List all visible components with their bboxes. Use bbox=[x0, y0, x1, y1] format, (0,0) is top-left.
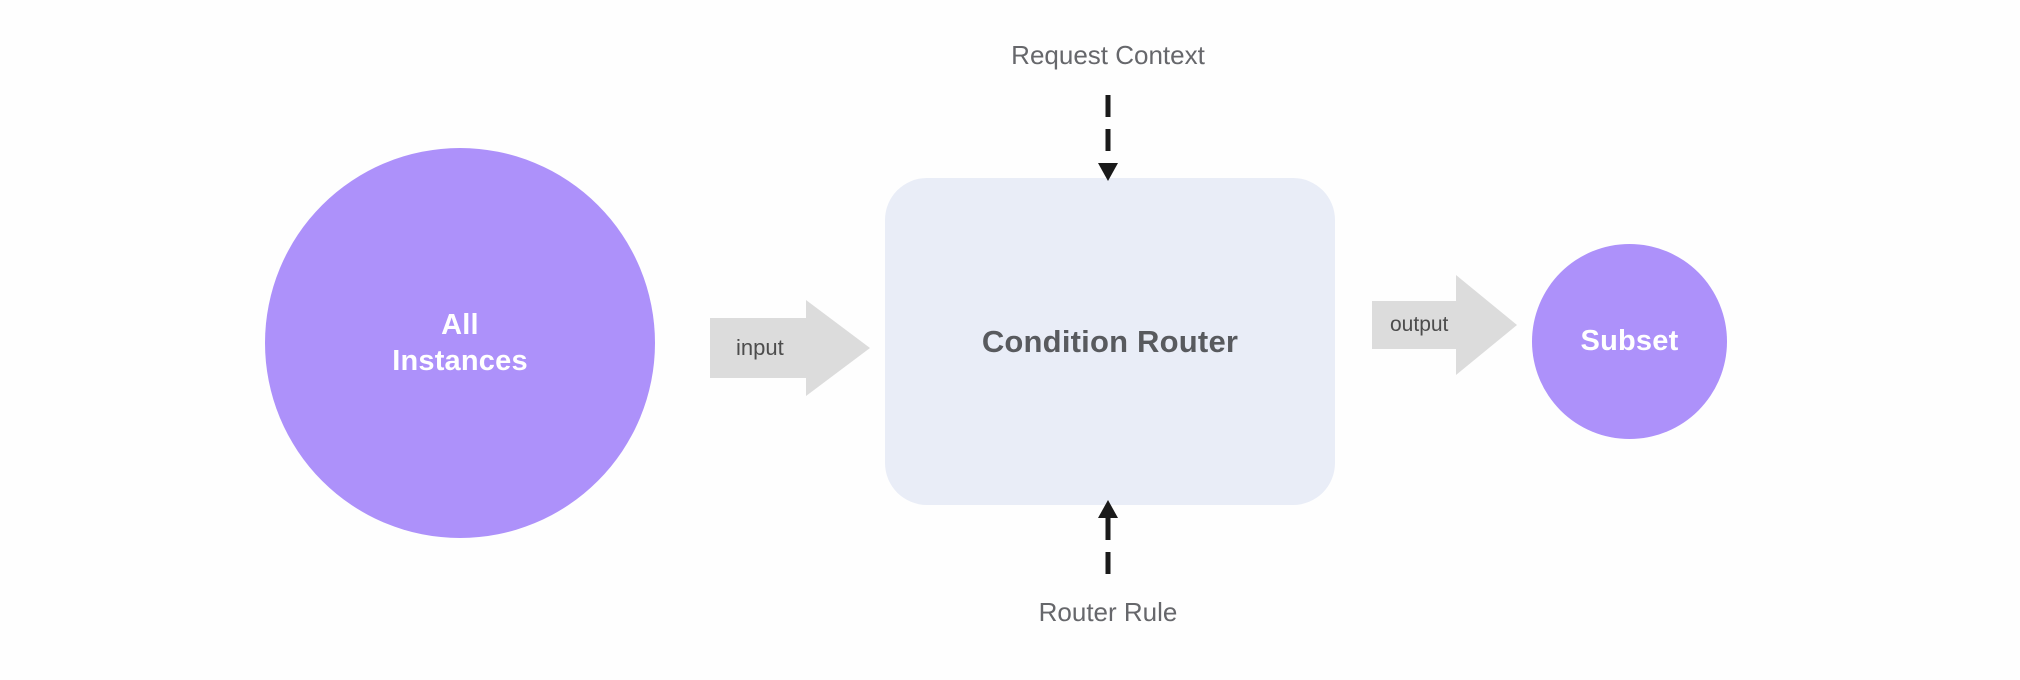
input-arrow-shape bbox=[710, 300, 870, 396]
node-all-instances-label: All Instances bbox=[392, 308, 528, 377]
node-subset-label: Subset bbox=[1580, 325, 1679, 358]
dashed-down-arrow-icon bbox=[1098, 95, 1118, 181]
input-arrow[interactable]: input bbox=[710, 300, 870, 396]
router-rule-label: Router Rule bbox=[1038, 597, 1178, 627]
request-context-label: Request Context bbox=[1011, 40, 1205, 70]
request-context-arrow bbox=[1080, 95, 1136, 181]
node-condition-router[interactable]: Condition Router bbox=[885, 178, 1335, 505]
output-arrow-shape bbox=[1372, 275, 1517, 375]
node-condition-router-label: Condition Router bbox=[981, 323, 1239, 359]
output-arrow[interactable]: output bbox=[1372, 275, 1517, 375]
node-subset[interactable]: Subset bbox=[1532, 244, 1727, 439]
router-rule-arrow bbox=[1080, 500, 1136, 586]
dashed-up-arrow-icon bbox=[1098, 500, 1118, 586]
node-all-instances[interactable]: All Instances bbox=[265, 148, 655, 538]
